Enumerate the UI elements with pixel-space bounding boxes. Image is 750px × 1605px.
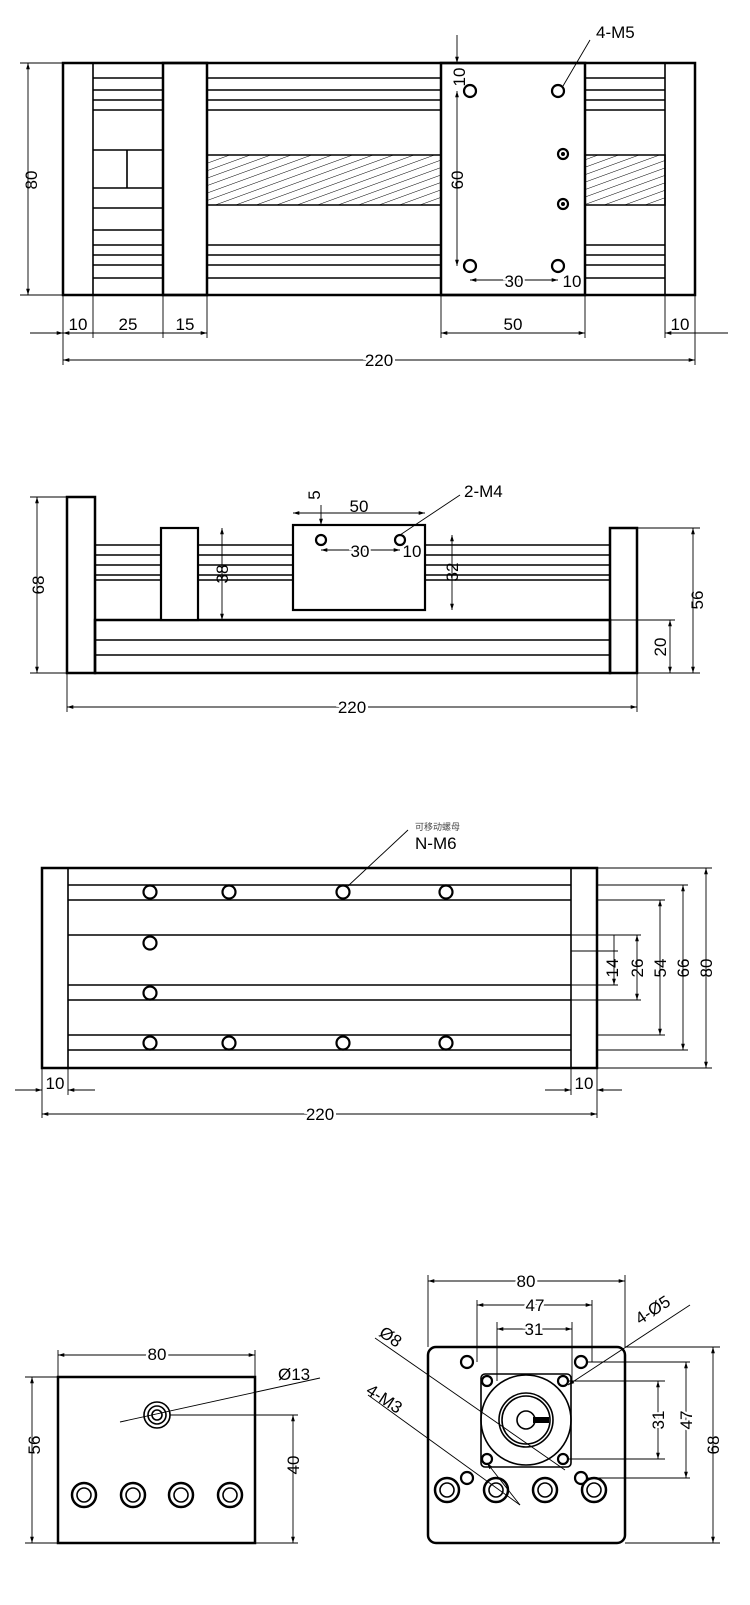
- dim-height: 68: [704, 1436, 723, 1455]
- dim-height: 68: [29, 576, 48, 595]
- dim-span-47: 47: [526, 1296, 545, 1315]
- dim-height: 80: [22, 171, 41, 190]
- dim-rail-a: 38: [213, 565, 232, 584]
- dim-base: 20: [651, 638, 670, 657]
- bottom-view: 可移动螺母 N-M6 14 26 54 66 80 10 10 220: [15, 821, 716, 1127]
- dim-center: 40: [284, 1456, 303, 1475]
- dim-width: 80: [148, 1345, 167, 1364]
- dim-rail-b: 32: [443, 563, 462, 582]
- dim-hole-edge: 10: [563, 272, 582, 291]
- dim-top-offset: 10: [450, 68, 469, 87]
- dim-height: 56: [25, 1436, 44, 1455]
- callout-d13: Ø13: [278, 1365, 310, 1384]
- dim-offset: 5: [305, 490, 324, 499]
- callout-4-d5: 4-Ø5: [632, 1292, 674, 1329]
- dim-end-right: 10: [575, 1074, 594, 1093]
- dim-v31: 31: [649, 1411, 668, 1430]
- rails: [93, 77, 665, 279]
- mount-holes: [70, 1481, 244, 1509]
- dim-carriage: 50: [350, 497, 369, 516]
- dim-66: 66: [674, 959, 693, 978]
- dim-end-right: 10: [671, 315, 690, 334]
- dim-v47: 47: [677, 1411, 696, 1430]
- callout-note: 可移动螺母: [415, 821, 460, 832]
- dim-end-left: 10: [46, 1074, 65, 1093]
- dim-26: 26: [628, 959, 647, 978]
- end-view-left: 80 56 40 Ø13: [25, 1343, 321, 1545]
- lead-screw: [206, 154, 442, 206]
- dim-carriage: 50: [504, 315, 523, 334]
- dim-14: 14: [603, 959, 622, 978]
- dim-total: 220: [365, 351, 393, 370]
- dim-end-height: 56: [688, 591, 707, 610]
- dim-total: 220: [306, 1105, 334, 1124]
- dim-width: 80: [517, 1272, 536, 1291]
- top-view: 80 10 60 30 10 4-M5 10 25 15 50 10 220: [20, 23, 728, 373]
- dim-hole-edge: 10: [403, 542, 422, 561]
- dim-total: 220: [338, 698, 366, 717]
- dim-gap: 15: [176, 315, 195, 334]
- dim-span-31: 31: [525, 1320, 544, 1339]
- end-view-motor: 80 47 31 31 47 68 Ø8 4-Ø5 4-M3: [363, 1270, 723, 1545]
- callout-4-m5: 4-M5: [596, 23, 635, 42]
- dim-hole-span: 30: [351, 542, 370, 561]
- callout-2-m4: 2-M4: [464, 482, 503, 501]
- dim-hole-span-h: 30: [505, 272, 524, 291]
- callout-4-m3: 4-M3: [363, 1380, 406, 1417]
- dim-80: 80: [697, 959, 716, 978]
- dim-hole-span-v: 60: [448, 171, 467, 190]
- dim-54: 54: [651, 959, 670, 978]
- side-view: 68 5 50 30 10 2-M4 38 32 56 20 220: [29, 482, 707, 720]
- lead-screw: [584, 154, 666, 206]
- callout-n-m6: N-M6: [415, 834, 457, 853]
- callout-d8: Ø8: [376, 1323, 405, 1352]
- dim-end: 10: [69, 315, 88, 334]
- dim-bearing: 25: [119, 315, 138, 334]
